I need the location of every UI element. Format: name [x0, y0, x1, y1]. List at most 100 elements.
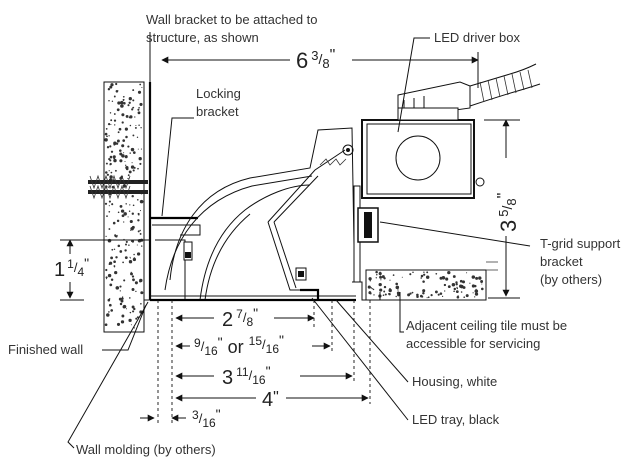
texture-speck [119, 285, 122, 288]
texture-speck [107, 273, 112, 278]
texture-speck [462, 286, 466, 289]
texture-speck [104, 138, 108, 142]
texture-speck [453, 287, 457, 291]
led-driver-box [357, 63, 541, 243]
texture-speck [384, 293, 387, 296]
texture-speck [129, 256, 131, 258]
texture-speck [132, 278, 135, 282]
texture-speck [131, 288, 135, 291]
texture-speck [136, 198, 139, 201]
texture-speck [139, 210, 142, 212]
texture-speck [129, 115, 133, 119]
texture-speck [137, 230, 140, 233]
label-wall-molding: Wall molding (by others) [76, 442, 216, 457]
texture-speck [122, 304, 127, 309]
dimension-lines [60, 52, 520, 424]
texture-speck [473, 276, 476, 278]
texture-speck [456, 295, 460, 299]
texture-speck [110, 83, 114, 87]
texture-speck [379, 288, 383, 292]
texture-speck [123, 279, 126, 282]
texture-speck [113, 113, 116, 115]
texture-speck [370, 287, 372, 289]
texture-speck [395, 282, 399, 286]
texture-speck [111, 203, 114, 206]
texture-speck [124, 256, 128, 259]
texture-speck [132, 89, 135, 92]
texture-speck [139, 229, 141, 232]
wall-texture [104, 82, 144, 329]
texture-speck [421, 295, 424, 298]
texture-speck [111, 248, 114, 251]
texture-speck [123, 102, 126, 105]
texture-speck [110, 256, 114, 260]
texture-speck [106, 135, 108, 138]
texture-speck [132, 106, 135, 109]
texture-speck [123, 221, 125, 223]
texture-speck [129, 124, 132, 127]
texture-speck [474, 284, 477, 288]
texture-speck [129, 297, 131, 299]
texture-speck [131, 275, 135, 278]
texture-speck [113, 95, 116, 98]
label-tgrid-3: (by others) [540, 272, 602, 287]
texture-speck [119, 302, 123, 306]
texture-speck [105, 276, 108, 279]
texture-speck [118, 297, 122, 301]
texture-speck [423, 273, 426, 276]
texture-speck [474, 296, 476, 298]
texture-speck [130, 147, 135, 152]
texture-speck [472, 292, 474, 294]
leader-lines [67, 32, 531, 449]
texture-speck [108, 210, 111, 213]
texture-speck [106, 173, 110, 176]
texture-speck [108, 135, 110, 137]
texture-speck [109, 145, 112, 148]
texture-speck [389, 279, 391, 281]
texture-speck [128, 97, 132, 101]
texture-speck [382, 294, 385, 297]
texture-speck [381, 275, 385, 279]
texture-speck [116, 322, 121, 326]
texture-speck [122, 99, 125, 101]
texture-speck [481, 283, 483, 285]
texture-speck [122, 139, 126, 142]
texture-speck [137, 90, 142, 94]
texture-speck [388, 288, 392, 293]
label-finished-wall: Finished wall [8, 342, 83, 357]
texture-speck [113, 260, 116, 264]
texture-speck [113, 158, 117, 163]
dim-height: 35/8" [495, 193, 521, 232]
texture-speck [125, 114, 129, 118]
texture-speck [108, 200, 111, 203]
texture-speck [106, 146, 110, 149]
texture-speck [383, 285, 387, 289]
label-locking-2: bracket [196, 104, 239, 119]
texture-speck [397, 289, 399, 291]
texture-speck [469, 282, 471, 284]
texture-speck [106, 313, 110, 317]
texture-speck [130, 324, 132, 326]
texture-speck [456, 286, 458, 289]
texture-speck [453, 290, 455, 293]
texture-speck [136, 244, 138, 246]
label-led-tray: LED tray, black [412, 412, 500, 427]
texture-speck [441, 276, 446, 280]
texture-speck [117, 90, 119, 92]
texture-speck [447, 270, 451, 275]
texture-speck [128, 170, 132, 174]
texture-speck [117, 244, 121, 248]
texture-speck [422, 292, 425, 295]
texture-speck [140, 291, 144, 295]
texture-speck [475, 276, 479, 280]
texture-speck [397, 286, 400, 288]
texture-speck [127, 104, 130, 107]
label-led-driver-box: LED driver box [434, 30, 520, 45]
texture-speck [131, 162, 133, 164]
fixture-housing [144, 82, 381, 302]
texture-speck [123, 152, 125, 154]
texture-speck [128, 101, 131, 104]
texture-speck [137, 148, 139, 150]
